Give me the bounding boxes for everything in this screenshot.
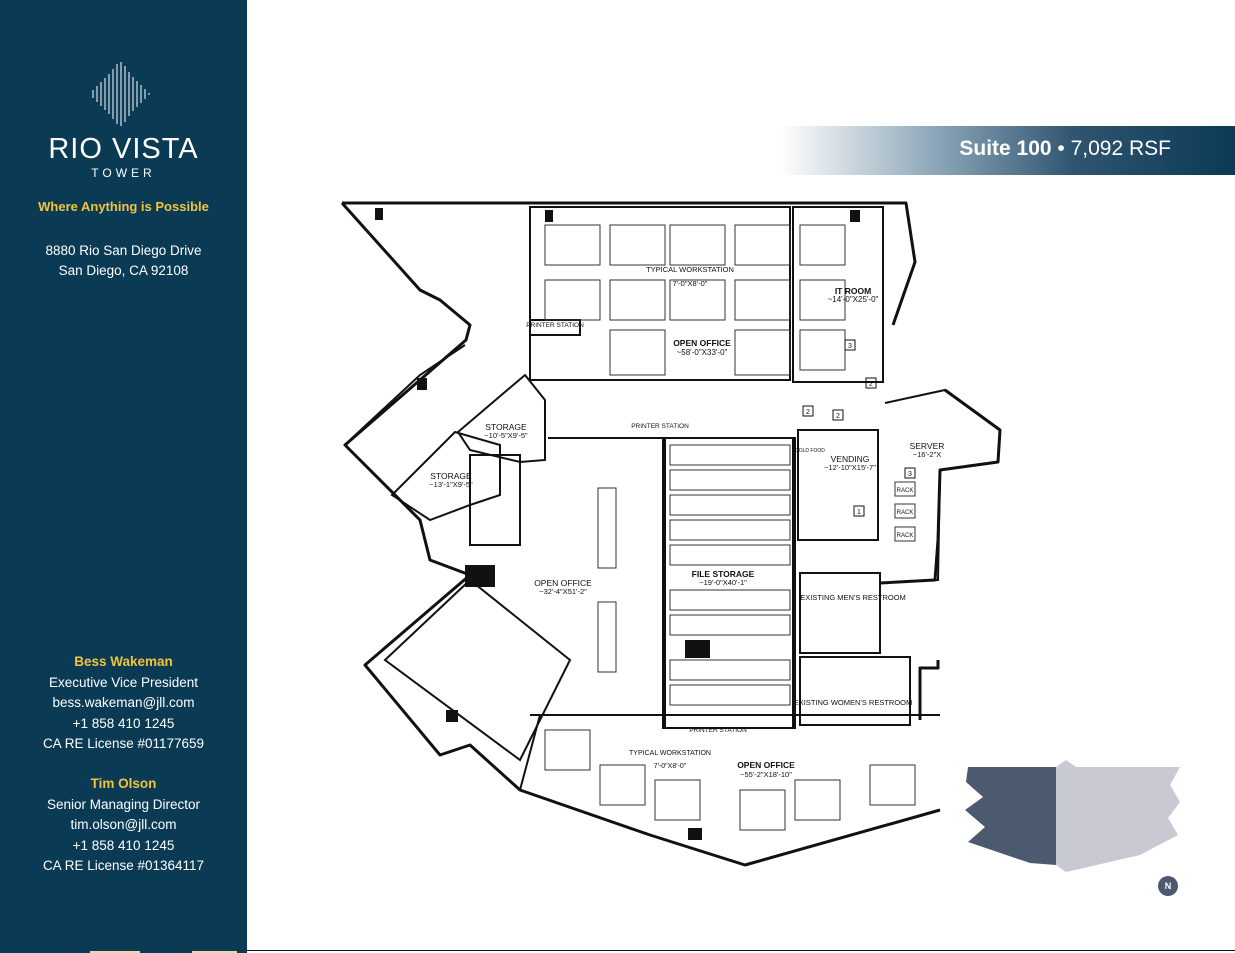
tagline: Where Anything is Possible [38, 199, 209, 214]
contact-name: Bess Wakeman [74, 654, 173, 669]
plan-label-file-storage: FILE STORAGE [692, 569, 755, 579]
contact-card: Tim Olson Senior Managing Director tim.o… [0, 774, 247, 877]
sidebar: RIO VISTA TOWER Where Anything is Possib… [0, 0, 247, 953]
plan-server [879, 388, 1002, 584]
plan-label-mens-restroom: EXISTING MEN'S RESTROOM [800, 593, 906, 602]
plan-label-rack: RACK [897, 488, 914, 494]
plan-label-printer-station: PRINTER STATION [689, 727, 747, 734]
address-line-2: San Diego, CA 92108 [58, 263, 189, 278]
plan-label-open-office-left-dim: ~32'-4"X51'-2" [539, 587, 587, 596]
brand-name: RIO VISTA [48, 133, 199, 165]
address-line-1: 8880 Rio San Diego Drive [45, 243, 202, 258]
plan-label-open-office-top: OPEN OFFICE [673, 338, 731, 348]
suite-area: 7,092 RSF [1070, 137, 1171, 160]
plan-label-server-dim: ~16'-2"X [913, 450, 942, 459]
plan-label-open-office-left: OPEN OFFICE [534, 578, 592, 588]
address: 8880 Rio San Diego Drive San Diego, CA 9… [0, 241, 247, 281]
contact-title: Senior Managing Director [46, 796, 201, 812]
key-plan [965, 760, 1180, 872]
contact-license: CA RE License #01364117 [42, 858, 205, 873]
plan-label-typical-ws-top-dim: 7'-0"X8'-0" [673, 279, 708, 288]
suite-banner-text: Suite 100 • 7,092 RSF [959, 137, 1171, 161]
contact-email[interactable]: tim.olson@jll.com [70, 817, 177, 832]
plan-label-vending: VENDING [831, 454, 870, 464]
footer-mark [90, 951, 140, 953]
key-plan-remainder [1056, 760, 1180, 872]
plan-label-vending-dim: ~12'-10"X15'-7" [824, 463, 876, 472]
plan-tag: 1 [857, 509, 861, 516]
contact-email[interactable]: bess.wakeman@jll.com [52, 695, 195, 710]
plan-storage-b [390, 430, 501, 522]
plan-label-open-office-bottom: OPEN OFFICE [737, 760, 795, 770]
plan-vending [797, 429, 879, 541]
north-arrow-icon: N [1158, 876, 1178, 896]
plan-label-typical-ws-bottom: TYPICAL WORKSTATION [629, 750, 711, 757]
plan-label-womens-restroom: EXISTING WOMEN'S RESTROOM [794, 698, 913, 707]
plan-label-rack: RACK [897, 510, 914, 516]
plan-label-printer-station: PRINTER STATION [631, 423, 689, 430]
plan-it-room [792, 206, 884, 383]
plan-file-storage [662, 437, 794, 729]
suite-separator: • [1051, 137, 1071, 160]
plan-label-storage-b: STORAGE [430, 471, 472, 481]
contact-phone[interactable]: +1 858 410 1245 [72, 837, 175, 853]
plan-label-storage-a: STORAGE [485, 422, 527, 432]
plan-open-office-top [529, 206, 791, 381]
tower-logo-icon [92, 62, 150, 126]
contact-phone[interactable]: +1 858 410 1245 [72, 715, 175, 731]
contact-card: Bess Wakeman Executive Vice President be… [0, 652, 247, 755]
suite-name: Suite 100 [959, 137, 1052, 160]
footer-rule [247, 950, 1235, 951]
contact-title: Executive Vice President [48, 674, 199, 690]
footer-mark [192, 951, 237, 953]
plan-label-cold-food: COLD FOOD [795, 448, 825, 454]
plan-label-open-office-top-dim: ~58'-0"X33'-0" [677, 348, 728, 357]
plan-tag: 3 [908, 471, 912, 478]
plan-mens-restroom [799, 572, 881, 654]
plan-label-storage-a-dim: ~10'-5"X9'-5" [484, 431, 528, 440]
suite-banner: Suite 100 • 7,092 RSF [780, 126, 1235, 175]
key-plan-highlight [965, 767, 1056, 865]
plan-womens-restroom [799, 656, 911, 726]
plan-label-typical-ws-top: TYPICAL WORKSTATION [646, 265, 734, 274]
plan-label-printer-station: PRINTER STATION [526, 322, 584, 329]
floor-plan: TYPICAL WORKSTATION 7'-0"X8'-0" OPEN OFF… [340, 201, 1002, 867]
plan-storage-a [456, 373, 546, 464]
plan-label-it-room: IT ROOM [835, 286, 871, 296]
plan-label-file-storage-dim: ~19'-0"X40'-1" [699, 578, 747, 587]
plan-label-it-room-dim: ~14'-0"X25'-0" [828, 295, 879, 304]
plan-outer-wall [340, 201, 1002, 867]
plan-tag: 3 [848, 343, 852, 350]
brand-subtitle: TOWER [91, 166, 156, 180]
plan-label-rack: RACK [897, 533, 914, 539]
plan-open-office-bottom [519, 714, 940, 791]
plan-label-storage-b-dim: ~13'-1"X9'-5" [429, 480, 473, 489]
contact-name: Tim Olson [90, 776, 157, 791]
contact-license: CA RE License #01177659 [42, 736, 205, 751]
plan-tag: 2 [836, 413, 840, 420]
plan-tag: 2 [869, 381, 873, 388]
plan-label-open-office-bottom-dim: ~55'-2"X18'-10" [740, 770, 792, 779]
plan-tag: 2 [806, 409, 810, 416]
plan-label-typical-ws-bottom-dim: 7'-0"X8'-0" [654, 763, 687, 770]
plan-label-server: SERVER [910, 441, 945, 451]
